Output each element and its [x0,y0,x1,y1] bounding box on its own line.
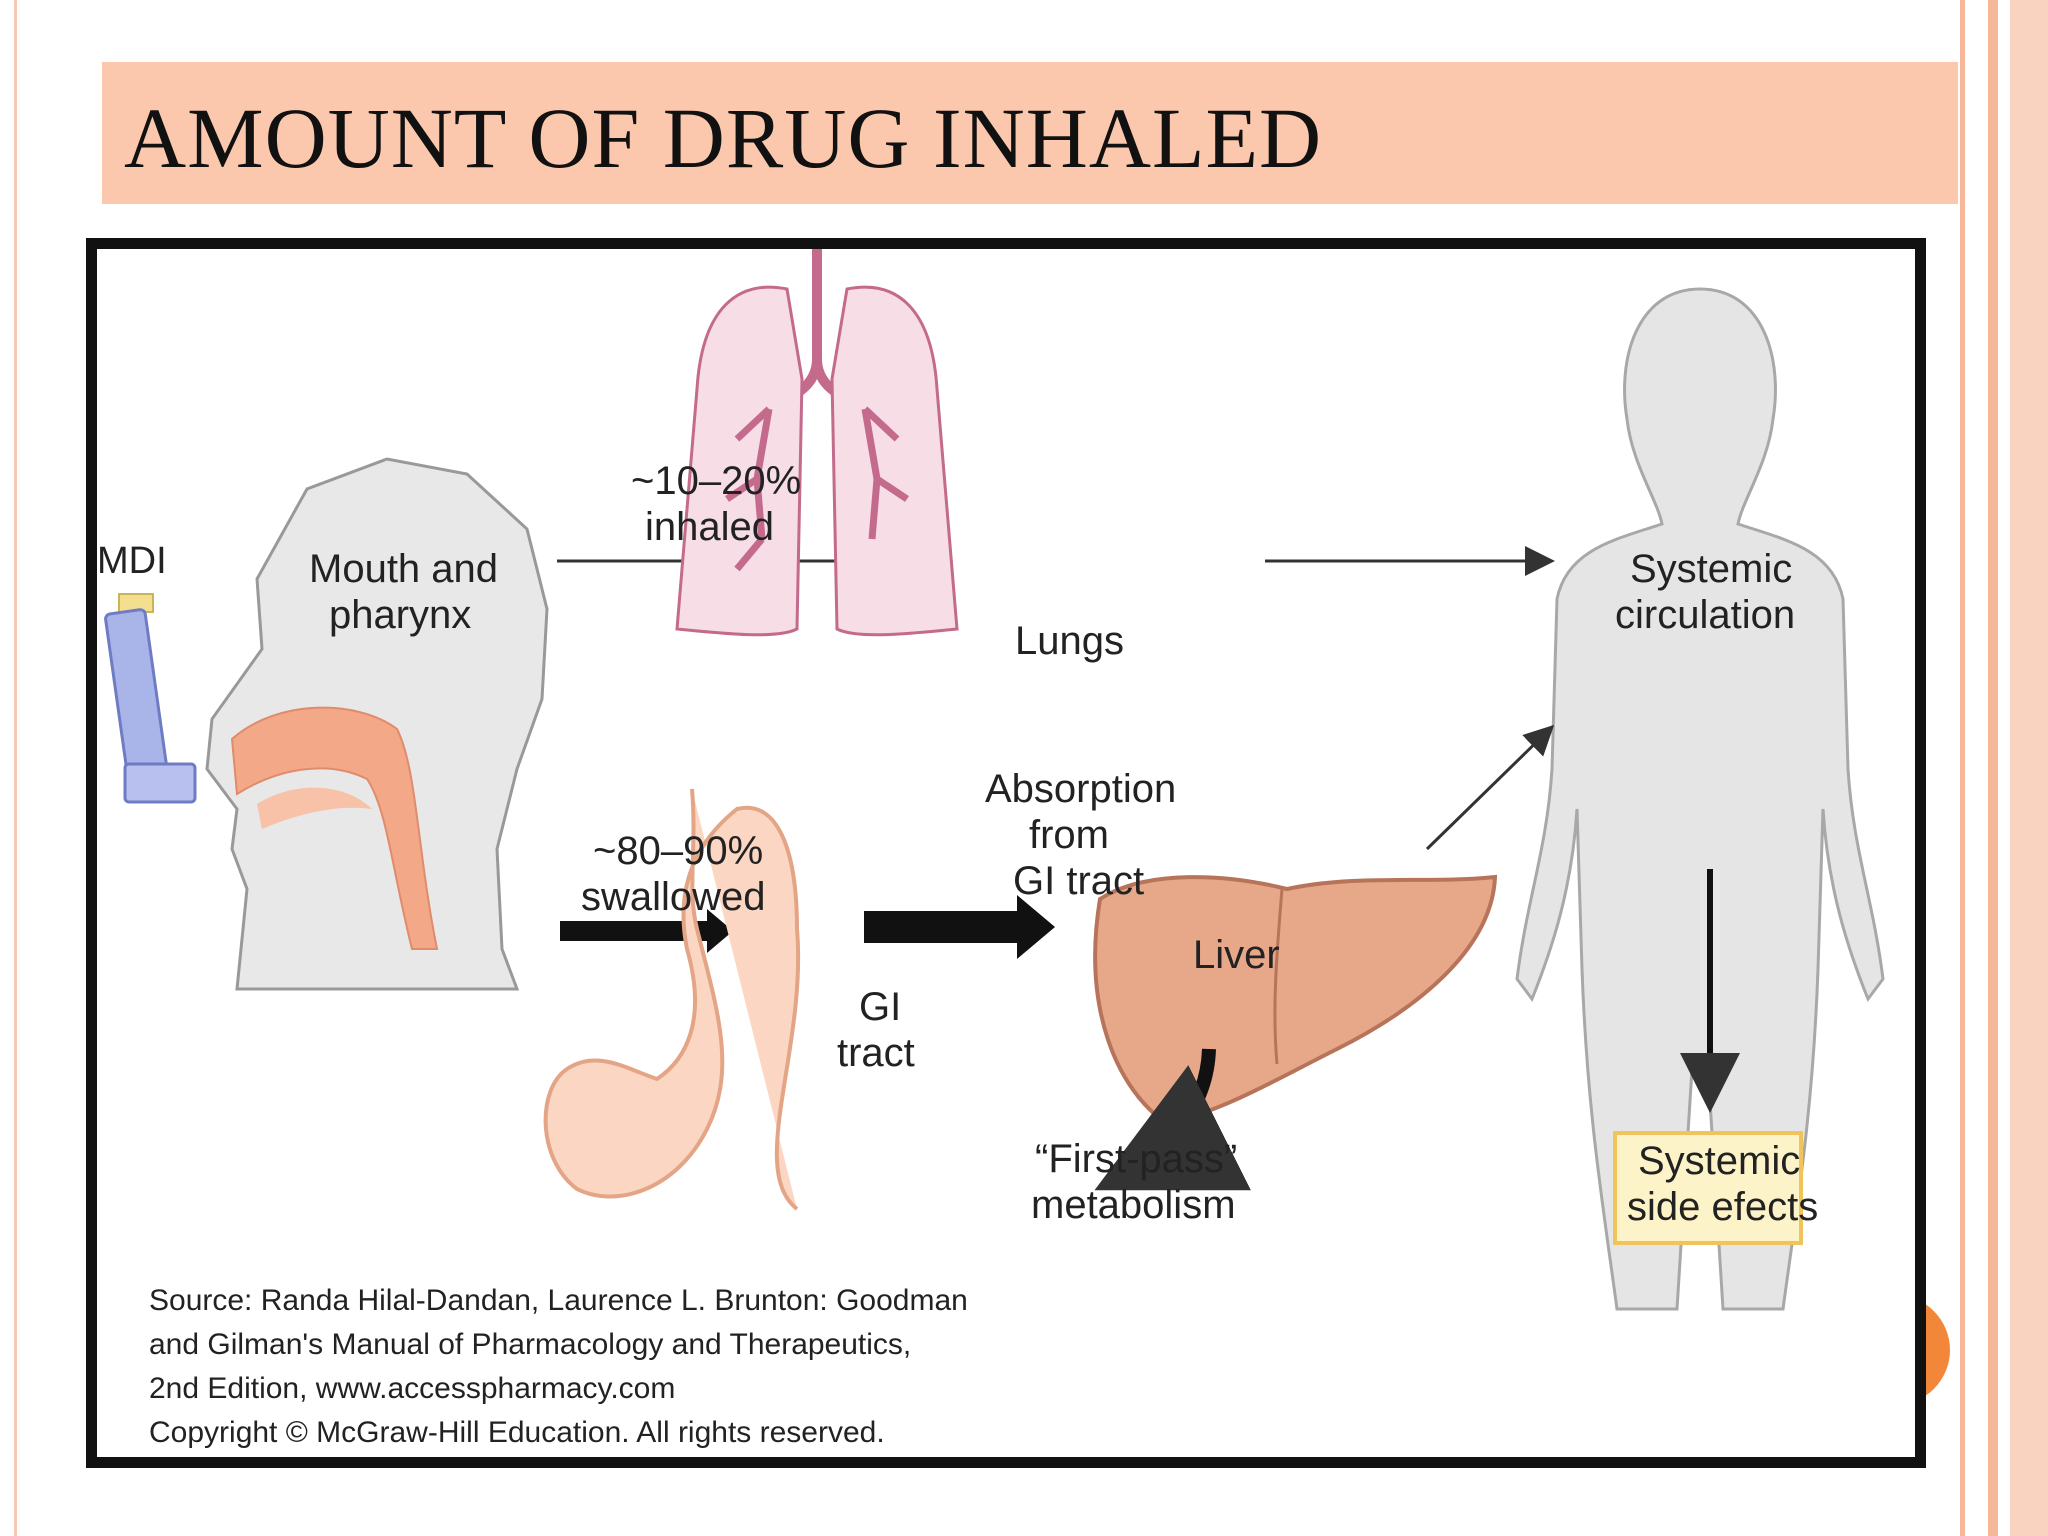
inhaled-label: inhaled [645,505,775,549]
swallowed-percent: ~80–90% [593,829,764,873]
source-line-4: Copyright © McGraw-Hill Education. All r… [149,1416,885,1449]
mdi-label: MDI [97,540,167,582]
arrow-absorption [864,895,1055,959]
swallowed-label: swallowed [581,875,766,919]
pharmacology-figure: MDI Mouth and pharynx ~10–20% inhaled Lu… [86,238,1926,1468]
side-effects-box [1613,1131,1803,1245]
first-pass-label-line1: “First-pass” [1035,1137,1238,1181]
mouth-label-line2: pharynx [329,593,472,637]
absorption-label-line3: GI tract [1013,859,1145,903]
liver-label: Liver [1193,933,1280,977]
arrow-first-pass [1094,1048,1252,1191]
lungs-label: Lungs [1015,619,1124,663]
source-line-3: 2nd Edition, www.accesspharmacy.com [149,1372,676,1405]
absorption-label-line1: Absorption [985,767,1177,811]
absorption-label-line2: from [1029,813,1109,857]
slide-title: AMOUNT OF DRUG INHALED [124,90,1323,186]
source-line-1: Source: Randa Hilal-Dandan, Laurence L. … [149,1284,968,1317]
gi-label-line1: GI [859,985,902,1029]
gi-label-line2: tract [837,1031,915,1075]
right-deco-stripe-2 [1988,0,1998,1536]
source-line-2: and Gilman's Manual of Pharmacology and … [149,1328,912,1361]
systemic-label-line2: circulation [1615,593,1796,637]
lungs-illustration [675,249,959,637]
mdi-inhaler-icon [104,593,197,804]
right-deco-stripe-1 [1960,0,1965,1536]
arrow-liver-to-systemic [1425,724,1555,851]
systemic-label-line1: Systemic [1630,547,1793,591]
left-border-line [14,0,17,1536]
side-effects-line2: side efects [1627,1185,1819,1229]
tongue [257,787,372,829]
pharynx-cavity [230,706,439,950]
right-deco-band [2010,0,2048,1536]
first-pass-label-line2: metabolism [1031,1183,1236,1227]
inhaled-percent: ~10–20% [631,459,802,503]
source-citation: Source: Randa Hilal-Dandan, Laurence L. … [149,1279,968,1455]
title-bar [102,62,1958,204]
side-effects-line1: Systemic [1638,1139,1801,1183]
figure-drawing [104,249,1885,1311]
arrow-swallowed [560,909,733,953]
liver-illustration [1093,874,1498,1127]
mouth-label-line1: Mouth and [309,547,499,591]
stomach-illustration [543,788,801,1211]
